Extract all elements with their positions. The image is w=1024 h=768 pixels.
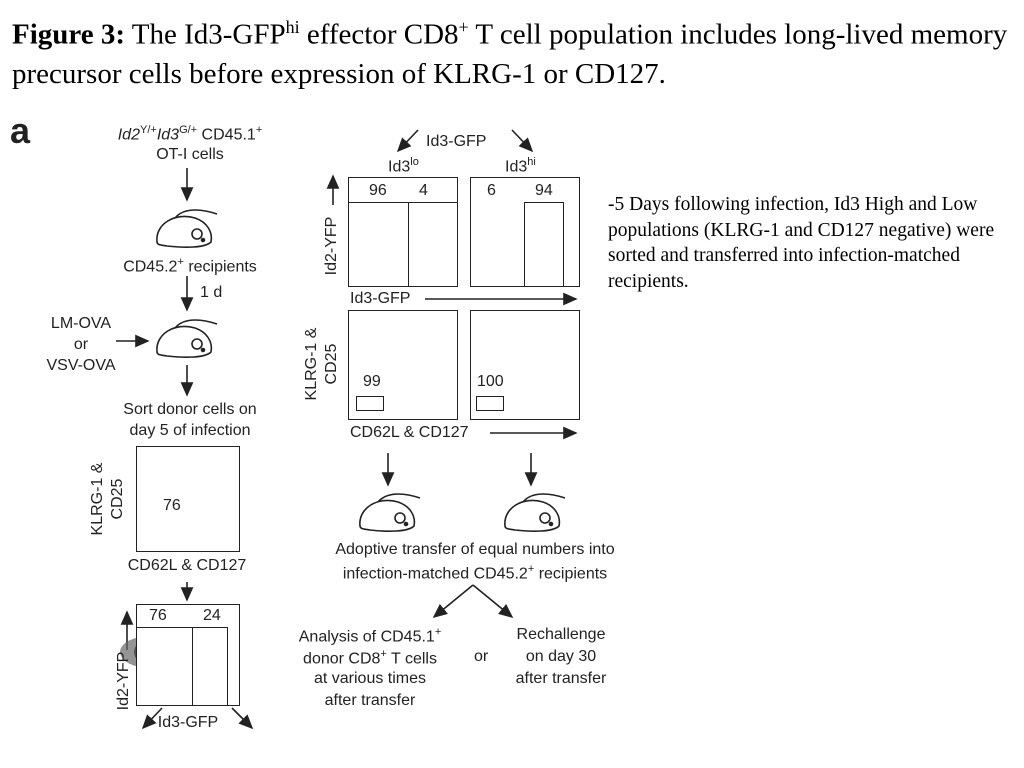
gate-left-hi: [192, 627, 228, 705]
genotype-cd45: CD45.1: [197, 126, 256, 144]
sort-line-2: day 5 of infection: [129, 422, 251, 439]
plot-id3hi-value-2: 94: [535, 182, 553, 199]
plot-id2-left-value-1: 76: [149, 607, 167, 624]
arrow-diag-left: [141, 707, 163, 730]
transfer-line-2: infection-matched CD45.2+ recipients: [290, 563, 660, 583]
plot-klrg-left-ylabel-2: CD25: [109, 478, 126, 520]
arrow-fork-analysis: [432, 584, 474, 619]
split-label: Id3-GFP: [426, 133, 487, 150]
infection-or: or: [73, 336, 89, 353]
row1-ylabel: Id2-YFP: [323, 216, 340, 276]
mouse-icon-1: [156, 209, 218, 248]
analysis-sup-1: +: [434, 626, 442, 638]
transfer-sup: +: [527, 563, 535, 575]
infection-2: VSV-OVA: [46, 357, 116, 374]
analysis-line-2: donor CD8+ T cells: [280, 648, 460, 668]
row2-ylabel-2: CD25: [323, 343, 340, 385]
genotype-id3-sup: G/+: [179, 124, 198, 136]
plot-gate-lo: 99: [348, 310, 458, 420]
analysis-line-3: at various times: [313, 670, 427, 687]
infection-1: LM-OVA: [50, 315, 112, 332]
rechallenge-line-3: after transfer: [515, 670, 607, 687]
genotype-label: Id2Y/+Id3G/+ CD45.1+: [95, 124, 285, 144]
plot-gate-hi: 100: [470, 310, 580, 420]
id3hi-sup: hi: [527, 156, 536, 168]
arrow-split-hi: [511, 129, 534, 153]
genotype-id3: Id3: [156, 126, 180, 144]
plot-klrg-left-value: 76: [163, 497, 181, 514]
recipients-a: CD45.2: [123, 258, 178, 276]
recipients-sup: +: [177, 256, 184, 268]
transfer-line-1: Adoptive transfer of equal numbers into: [335, 541, 615, 558]
row2-xlabel: CD62L & CD127: [350, 424, 469, 441]
rechallenge-line-1: Rechallenge: [516, 626, 606, 643]
interval-label: 1 d: [200, 284, 223, 301]
figure-caption: Figure 3: The Id3-GFPhi effector CD8+ T …: [12, 8, 1012, 94]
id3lo-text: Id3: [388, 158, 411, 176]
recipients-b: recipients: [183, 258, 257, 276]
genotype-cd45-sup: +: [255, 124, 263, 136]
analysis-line-1: Analysis of CD45.1+: [280, 626, 460, 646]
transfer-line-2b: recipients: [534, 565, 608, 583]
row1-xlabel: Id3-GFP: [350, 290, 411, 307]
plot-gate-hi-value: 100: [477, 373, 504, 390]
analysis-line-1a: Analysis of CD45.1: [298, 628, 435, 646]
id3hi-label: Id3hi: [505, 156, 536, 176]
analysis-line-2a: donor CD8: [303, 650, 381, 668]
plot-id2-left: 76 24: [136, 604, 240, 706]
analysis-line-4: after transfer: [324, 692, 416, 709]
analysis-line-2b: T cells: [386, 650, 437, 668]
id3lo-label: Id3lo: [388, 156, 419, 176]
gate-left-lo: [137, 627, 193, 705]
id3lo-sup: lo: [410, 156, 419, 168]
mouse-icon-3: [359, 493, 421, 532]
plot-id3lo-value-2: 4: [419, 182, 428, 199]
arrow-fork-rechallenge: [472, 584, 514, 619]
caption-sup-plus: +: [458, 17, 469, 37]
caption-text-c: T cell population includes long-lived me…: [12, 18, 1008, 90]
plot-id2-left-value-2: 24: [203, 607, 221, 624]
plot-id2-left-ylabel: Id2-YFP: [115, 651, 132, 711]
mouse-icon-2: [156, 319, 218, 358]
plot-gate-lo-value: 99: [363, 373, 381, 390]
figure-label: Figure 3:: [12, 18, 126, 51]
transfer-line-2a: infection-matched CD45.2: [342, 565, 528, 583]
plot-id3lo-value-1: 96: [369, 182, 387, 199]
plot-id2-left-xlabel: Id3-GFP: [157, 714, 219, 731]
arrow-diag-right: [231, 707, 254, 730]
plot-id3hi-value-1: 6: [487, 182, 496, 199]
sort-line-1: Sort donor cells on: [123, 401, 257, 418]
plot-klrg-left: 76: [136, 446, 240, 552]
caption-text-a: The Id3-GFP: [125, 18, 286, 51]
row2-ylabel-1: KLRG-1 &: [303, 327, 320, 401]
analysis-sup-2: +: [380, 648, 387, 660]
genotype-id2: Id2: [117, 126, 140, 144]
cells-label: OT-I cells: [156, 146, 224, 163]
panel-letter: a: [10, 110, 31, 151]
caption-sup-hi: hi: [285, 17, 300, 37]
mouse-icon-4: [504, 493, 566, 532]
side-note: -5 Days following infection, Id3 High an…: [608, 194, 995, 292]
genotype-id2-sup: Y/+: [139, 124, 157, 136]
plot-klrg-left-xlabel: CD62L & CD127: [127, 557, 247, 574]
caption-text-b: effector CD8: [299, 18, 459, 51]
recipients-label: CD45.2+ recipients: [95, 256, 285, 276]
gate-id3hi-right: [524, 202, 564, 286]
plot-klrg-left-ylabel-1: KLRG-1 &: [89, 462, 106, 536]
id3hi-text: Id3: [505, 158, 528, 176]
or-label: or: [474, 648, 489, 665]
gate-hi-box: [476, 396, 504, 411]
plot-id3lo: 96 4: [348, 177, 458, 287]
rechallenge-line-2: on day 30: [525, 648, 597, 665]
gate-lo-box: [356, 396, 384, 411]
arrow-split-lo: [396, 129, 419, 153]
plot-id3hi: 6 94: [470, 177, 580, 287]
gate-id3lo-right: [408, 202, 457, 286]
gate-id3lo-left-line: [349, 202, 409, 203]
